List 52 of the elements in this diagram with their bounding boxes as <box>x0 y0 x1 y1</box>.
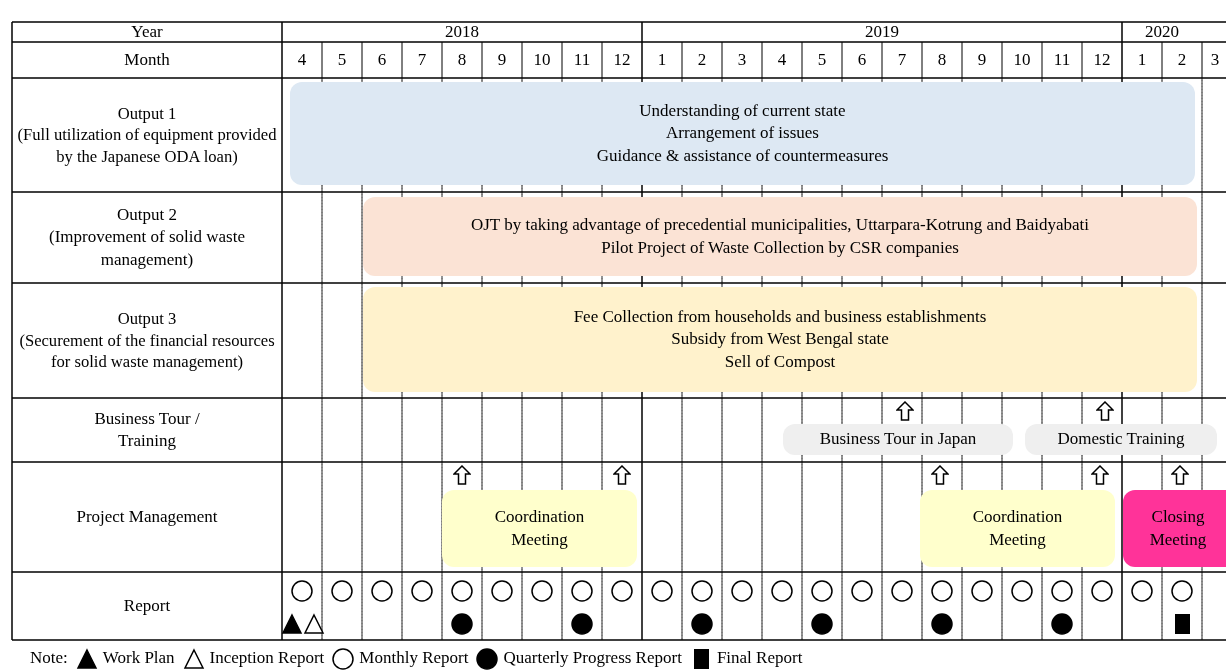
month-label: 2 <box>1176 48 1188 71</box>
month-label: 6 <box>856 48 868 71</box>
note-label: Note: <box>30 648 68 667</box>
row-heading: Project Management <box>76 505 218 528</box>
month-label: 12 <box>1092 48 1112 71</box>
task-bar: Fee Collection from households and business establishments Subsidy from West Bengal state Sell of Compost <box>363 287 1197 392</box>
month-label: 5 <box>336 48 348 71</box>
row-heading: Output 3 <box>117 308 177 330</box>
column-heading: Month <box>123 48 171 71</box>
task-bar: Understanding of current state Arrangement of issues Guidance & assistance of countermeasures <box>290 82 1195 185</box>
month-label: 9 <box>976 48 988 71</box>
row-heading: Output 2 <box>117 204 177 227</box>
month-label: 8 <box>456 48 468 71</box>
month-label: 3 <box>1209 48 1221 71</box>
row-heading: Business Tour / Training <box>93 407 201 452</box>
meeting-bar: Closing Meeting <box>1123 490 1226 567</box>
month-label: 1 <box>656 48 668 71</box>
row-heading: (Improvement of solid waste management) <box>48 226 246 271</box>
year-label: 2018 <box>444 22 480 42</box>
meeting-bar: Coordination Meeting <box>442 490 637 567</box>
month-label: 6 <box>376 48 388 71</box>
month-label: 11 <box>1052 48 1072 71</box>
row-heading: Report <box>123 594 171 617</box>
column-heading: Year <box>130 22 164 42</box>
task-bar: OJT by taking advantage of precedential municipalities, Uttarpara-Kotrung and Baidyabati Pilot Project of Waste Collection by CSR companies <box>363 197 1197 276</box>
month-label: 4 <box>776 48 788 71</box>
month-label: 2 <box>696 48 708 71</box>
row-heading: Output 1 <box>117 102 177 125</box>
legend-label: Monthly Report <box>359 648 469 667</box>
year-label: 2019 <box>864 22 900 42</box>
month-label: 1 <box>1136 48 1148 71</box>
meeting-bar: Coordination Meeting <box>920 490 1115 567</box>
event-bar: Business Tour in Japan <box>783 424 1013 455</box>
month-label: 10 <box>532 48 552 71</box>
month-label: 7 <box>896 48 908 71</box>
legend-label: Final Report <box>716 648 803 667</box>
month-label: 4 <box>296 48 308 71</box>
month-label: 10 <box>1012 48 1032 71</box>
month-label: 3 <box>736 48 748 71</box>
row-heading: (Full utilization of equipment provided by the Japanese ODA loan) <box>16 124 278 168</box>
month-label: 8 <box>936 48 948 71</box>
event-bar: Domestic Training <box>1025 424 1217 455</box>
legend-label: Inception Report <box>209 648 325 667</box>
row-heading: (Securement of the financial resources for solid waste management) <box>18 329 276 373</box>
legend-label: Quarterly Progress Report <box>503 648 682 667</box>
month-label: 9 <box>496 48 508 71</box>
month-label: 12 <box>612 48 632 71</box>
month-label: 7 <box>416 48 428 71</box>
year-label: 2020 <box>1144 22 1180 42</box>
month-label: 5 <box>816 48 828 71</box>
month-label: 11 <box>572 48 592 71</box>
legend-label: Work Plan <box>102 648 175 667</box>
